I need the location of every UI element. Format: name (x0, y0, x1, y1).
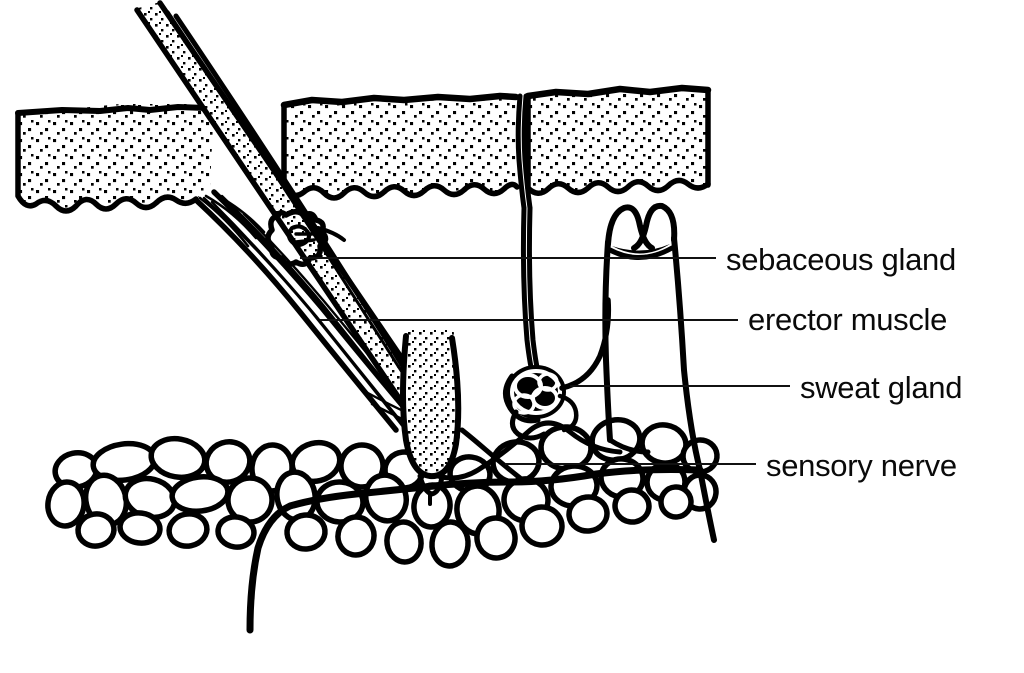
epidermis-segment-left (15, 104, 214, 214)
epidermis-segment-middle (280, 92, 520, 201)
hair-follicle-structure (134, 0, 462, 506)
epidermis-layer (15, 84, 712, 214)
leader-lines (300, 256, 790, 466)
sebaceous-gland-structure (265, 209, 346, 267)
label-erector-muscle: erector muscle (748, 302, 947, 337)
label-sebaceous-gland: sebaceous gland (726, 242, 956, 277)
dermis-contour (421, 420, 623, 481)
label-sweat-gland: sweat gland (800, 370, 962, 405)
label-group: sebaceous gland erector muscle sweat gla… (726, 242, 962, 483)
sensory-nerve-structure (246, 427, 704, 634)
sweat-gland-coil (503, 365, 579, 441)
epidermis-segment-right (524, 84, 712, 196)
label-sensory-nerve: sensory nerve (766, 448, 957, 483)
